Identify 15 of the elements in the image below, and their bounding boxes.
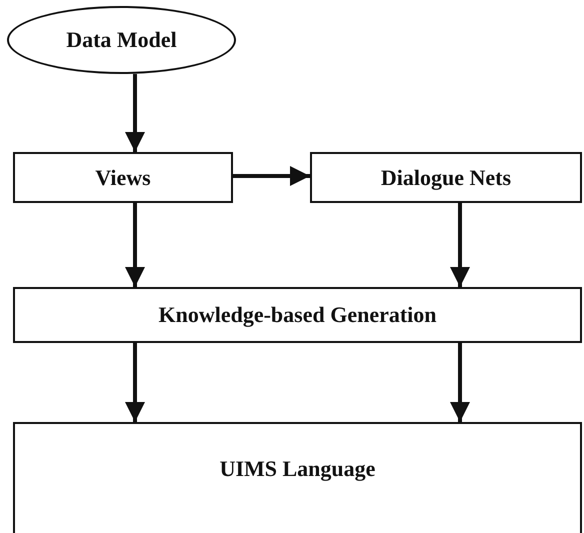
process-box bbox=[13, 422, 582, 533]
arrow bbox=[125, 203, 145, 287]
node-label: Dialogue Nets bbox=[380, 164, 512, 190]
node-label: Views bbox=[95, 164, 151, 190]
arrow bbox=[125, 74, 145, 152]
arrow bbox=[450, 343, 470, 422]
node-label: Data Model bbox=[66, 27, 177, 53]
process-box bbox=[13, 287, 582, 343]
arrow bbox=[233, 166, 310, 186]
process-box bbox=[310, 152, 582, 203]
node-label: Knowledge-based Generation bbox=[158, 302, 437, 328]
node-label: UIMS Language bbox=[220, 456, 376, 482]
arrow bbox=[450, 203, 470, 287]
process-box bbox=[13, 152, 233, 203]
arrow bbox=[125, 343, 145, 422]
